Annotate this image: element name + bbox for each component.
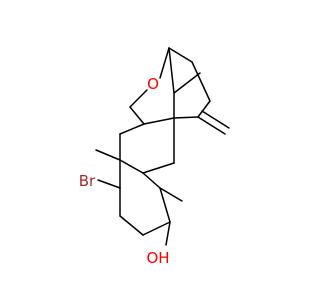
bond [119, 159, 144, 174]
bond [159, 47, 170, 79]
bond [168, 47, 175, 94]
bond [173, 72, 201, 94]
bond [201, 110, 230, 129]
bond-skeleton [95, 47, 230, 246]
hydroxyl-group-label: OH [146, 249, 169, 267]
bond [159, 187, 183, 202]
bond [159, 187, 171, 223]
bond [173, 116, 199, 119]
oxygen-atom-label: O [147, 75, 159, 93]
bond [197, 100, 211, 118]
bond [142, 172, 161, 189]
bond [168, 47, 193, 63]
bond [191, 61, 211, 102]
bond [142, 221, 171, 236]
bond [97, 179, 121, 189]
bromine-atom-label: Br [79, 172, 96, 190]
bond [197, 116, 226, 135]
bond [119, 215, 144, 236]
molecule-structure: O Br OH [79, 47, 230, 267]
bond [95, 149, 121, 161]
bond [119, 123, 145, 135]
bond [165, 221, 171, 246]
bond [143, 117, 175, 125]
molecule-drawing: O Br OH [79, 47, 230, 267]
bond [129, 89, 148, 108]
bond [129, 106, 145, 125]
bond [142, 162, 175, 174]
